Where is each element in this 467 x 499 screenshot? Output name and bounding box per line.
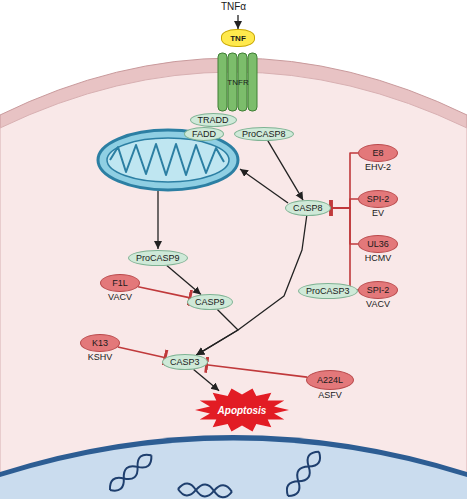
virus-label: KSHV <box>88 352 113 362</box>
viral-inhibitor: A224LASFV <box>306 370 354 390</box>
node-label: E8 <box>372 148 383 158</box>
nucleus <box>0 441 467 499</box>
inhibition-line <box>118 347 166 358</box>
release-arrow <box>157 191 158 249</box>
caspase-oval: CASP3 <box>162 354 208 370</box>
node-label: SPI-2 <box>367 194 390 204</box>
inhibition-line <box>331 208 359 290</box>
ligand-label: TNFα <box>0 1 467 12</box>
caspase-oval: ProCASP8 <box>234 127 294 141</box>
node-label: CASP8 <box>293 203 323 213</box>
node-label: TNFR <box>227 78 248 87</box>
caspase-oval: ProCASP9 <box>128 250 188 266</box>
node-label: FADD <box>192 129 216 139</box>
node-label: ProCASP3 <box>306 286 350 296</box>
inhibition-line <box>138 287 190 298</box>
viral-inhibitor: UL36HCMV <box>358 235 398 253</box>
caspase-oval: ProCASP3 <box>298 283 358 299</box>
cell-membrane <box>0 58 467 499</box>
dna-strands <box>106 448 324 499</box>
label-text: TNFα <box>221 1 246 12</box>
virus-label: EHV-2 <box>365 162 391 172</box>
release-arrow <box>240 169 288 203</box>
node-label: UL36 <box>367 239 389 249</box>
node-label: ProCASP9 <box>136 253 180 263</box>
caspase-oval: CASP9 <box>187 294 233 310</box>
activation-arrow <box>196 310 238 356</box>
node-label: TRADD <box>198 115 229 125</box>
nuclear-envelope <box>0 435 467 499</box>
viral-inhibitor: F1LVACV <box>100 274 140 292</box>
node-label: ProCASP8 <box>242 129 286 139</box>
node-label: SPI-2 <box>367 285 390 295</box>
node-label: K13 <box>92 338 108 348</box>
node-label: TNF <box>230 34 246 43</box>
node-label: Apoptosis <box>218 405 267 416</box>
activation-arrow <box>167 266 201 295</box>
virus-label: ASFV <box>318 390 342 400</box>
inhibition-line <box>331 208 359 244</box>
inhibition-line <box>206 365 307 377</box>
inhibition-line <box>331 199 359 208</box>
inhibition-line <box>331 153 359 208</box>
activation-arrow <box>268 141 303 200</box>
virus-label: VACV <box>366 299 390 309</box>
binding-arrow <box>237 15 238 29</box>
viral-inhibitor: E8EHV-2 <box>358 144 398 162</box>
adaptor-oval: FADD <box>184 127 224 141</box>
viral-inhibitor: SPI-2EV <box>358 190 398 208</box>
viral-inhibitor: SPI-2VACV <box>358 281 398 299</box>
node-label: A224L <box>317 375 343 385</box>
node-label: F1L <box>112 278 128 288</box>
caspase-oval: CASP8 <box>285 200 331 216</box>
ligand-node: TNF <box>221 29 255 47</box>
activation-arrow <box>194 369 220 390</box>
virus-label: EV <box>372 208 384 218</box>
virus-label: VACV <box>108 292 132 302</box>
viral-inhibitor: K13KSHV <box>80 334 120 352</box>
cytoplasm <box>0 72 467 499</box>
node-label: CASP9 <box>195 297 225 307</box>
activation-arrow <box>196 216 307 355</box>
node-label: CASP3 <box>170 357 200 367</box>
receptor-node: TNFR <box>216 52 260 112</box>
apoptosis-burst: Apoptosis <box>195 388 289 432</box>
virus-label: HCMV <box>365 253 392 263</box>
adaptor-oval: TRADD <box>190 113 237 127</box>
